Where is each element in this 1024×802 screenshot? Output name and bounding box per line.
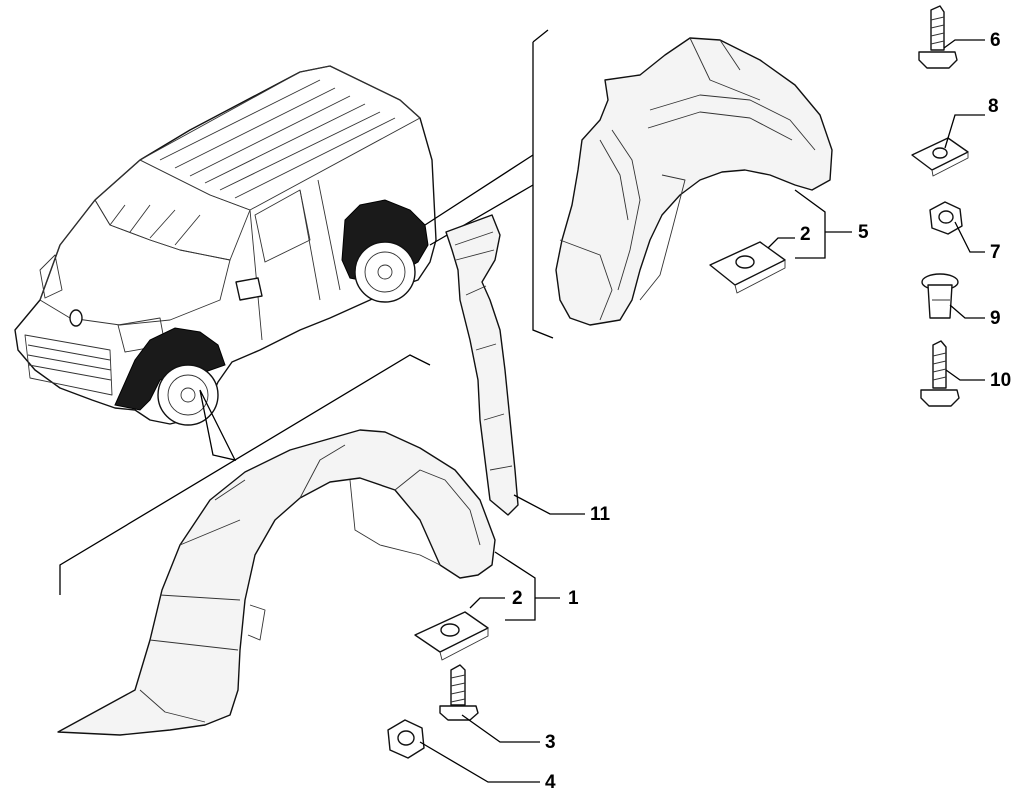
callout-1: 1 [568,588,579,609]
callout-5: 5 [858,222,869,243]
speed-nut-2a [414,611,489,661]
splash-shield-strip [445,214,519,516]
callout-4: 4 [545,772,556,793]
callout-10: 10 [990,370,1011,391]
speed-nut-8 [911,137,969,177]
van-illustration [14,65,437,426]
callout-3: 3 [545,732,556,753]
callout-6: 6 [990,30,1001,51]
rivet-nut-9 [921,273,959,319]
screw-3 [439,664,479,721]
hex-nut-7 [929,201,963,235]
callout-7: 7 [990,242,1001,263]
speed-nut-2b [709,241,786,294]
screw-10 [920,340,960,407]
leader-lines [419,39,985,783]
zoom-guide-lines [59,29,554,595]
front-wheel-arch-liner [57,429,496,736]
callout-2a: 2 [512,588,523,609]
callout-labels: 1 2 2 3 4 5 6 7 8 9 10 11 [512,30,1011,793]
rear-wheel-arch-liner [555,37,833,326]
callout-8: 8 [988,96,999,117]
callout-11: 11 [590,504,611,525]
hex-nut-4 [387,719,425,759]
callout-2b: 2 [800,224,811,245]
screw-6 [918,5,958,69]
callout-9: 9 [990,308,1001,329]
